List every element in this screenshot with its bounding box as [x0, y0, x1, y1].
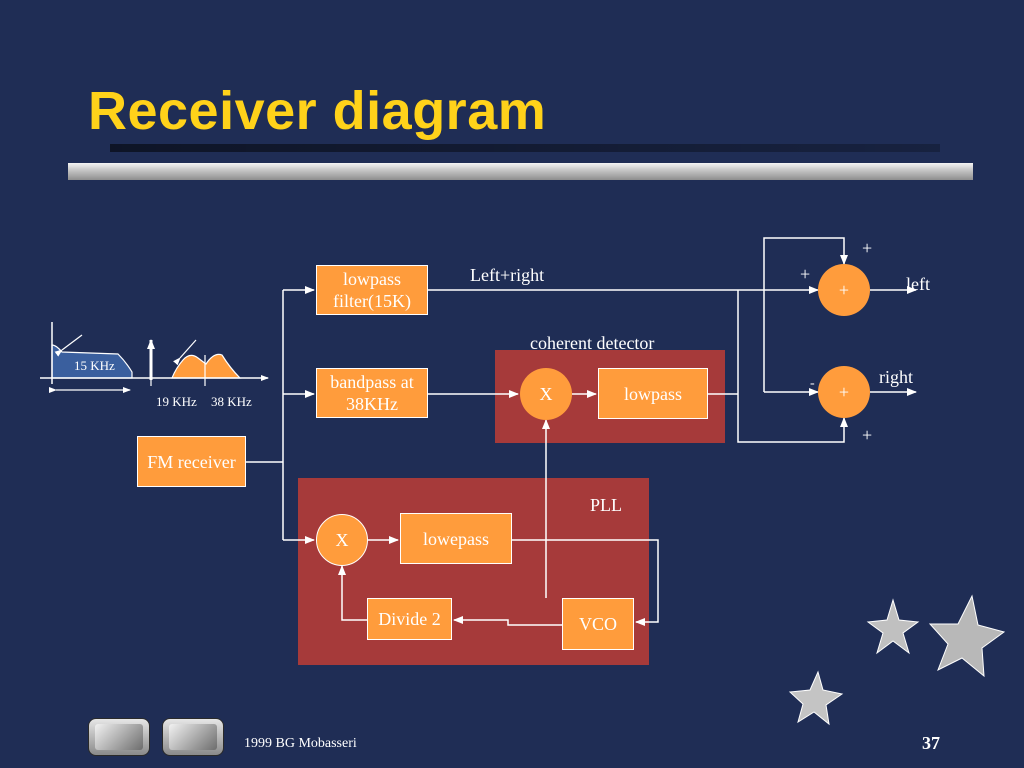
plus-sign-bottom: + — [862, 425, 873, 445]
cd-multiplier: X — [520, 368, 572, 420]
page-number: 37 — [922, 733, 940, 753]
nav-back-button[interactable] — [88, 718, 150, 756]
bandpass-block: bandpass at 38KHz — [316, 368, 428, 418]
left-output-label: left — [906, 274, 930, 294]
pointer-a — [54, 334, 83, 357]
lowpass-filter-block: lowpass filter(15K) — [316, 265, 428, 315]
decorative-stars — [788, 594, 1006, 726]
slide-title: Receiver diagram — [88, 81, 547, 141]
dsb-spectrum — [171, 353, 242, 379]
pll-label: PLL — [590, 495, 623, 515]
right-output-label: right — [879, 367, 913, 387]
spectrum-sketch — [40, 322, 269, 393]
plus-sign-top-b: + — [800, 264, 811, 284]
minus-sign: - — [810, 376, 815, 391]
adder-right: + — [818, 366, 870, 418]
star-bottom-icon — [788, 670, 844, 726]
pll-multiplier: X — [316, 514, 368, 566]
nav-forward-icon — [169, 724, 217, 750]
vco-block: VCO — [562, 598, 634, 650]
nav-back-icon — [95, 724, 143, 750]
spectrum-19khz-label: 19 KHz — [156, 394, 197, 409]
spectrum-38khz-label: 38 KHz — [211, 394, 252, 409]
pll-lowepass-block: lowepass — [400, 513, 512, 564]
fm-receiver-block: FM receiver — [137, 436, 246, 487]
left-plus-right-label: Left+right — [470, 265, 545, 285]
nav-forward-button[interactable] — [162, 718, 224, 756]
spectrum-15khz-label: 15 KHz — [74, 358, 115, 373]
cd-lowpass-block: lowpass — [598, 368, 708, 419]
pointer-b — [173, 339, 197, 366]
baseband-spectrum — [51, 344, 133, 379]
coherent-detector-label: coherent detector — [530, 333, 655, 353]
divide-2-block: Divide 2 — [367, 598, 452, 640]
footer-credit: 1999 BG Mobasseri — [244, 736, 357, 751]
title-rule — [68, 163, 973, 180]
adder-left: + — [818, 264, 870, 316]
star-small-icon — [866, 598, 920, 655]
star-large-icon — [928, 594, 1006, 678]
title-rule-shadow — [110, 144, 940, 152]
plus-sign-top-a: + — [862, 238, 873, 258]
